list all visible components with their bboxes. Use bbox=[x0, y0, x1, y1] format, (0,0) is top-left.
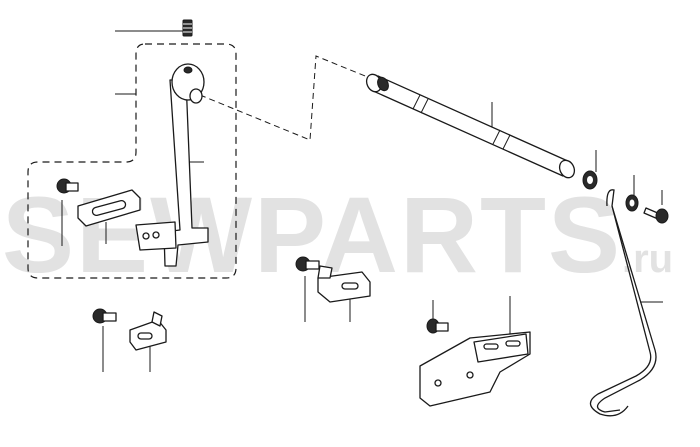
screw-left bbox=[56, 178, 79, 194]
screw-bottom-left bbox=[92, 308, 117, 324]
watermark: SEWPARTS .ru bbox=[2, 174, 673, 295]
screw-right bbox=[643, 207, 669, 224]
wire-spring bbox=[589, 189, 657, 417]
washer bbox=[582, 170, 598, 190]
lever-arm bbox=[135, 63, 209, 267]
ring bbox=[625, 194, 639, 212]
screw-middle bbox=[295, 256, 320, 272]
angle-bracket-middle bbox=[317, 265, 371, 303]
watermark-suffix: .ru bbox=[622, 237, 673, 281]
screw-bottom-right bbox=[426, 318, 449, 334]
watermark-text: SEWPARTS bbox=[2, 174, 622, 295]
angle-bracket-bottom-left bbox=[129, 311, 167, 351]
shaft bbox=[365, 73, 576, 179]
connection-path bbox=[199, 55, 371, 141]
set-screw bbox=[182, 19, 193, 37]
slotted-bracket-left bbox=[77, 189, 141, 227]
assembly-group-outline bbox=[27, 43, 237, 279]
mounting-plate bbox=[419, 331, 531, 407]
